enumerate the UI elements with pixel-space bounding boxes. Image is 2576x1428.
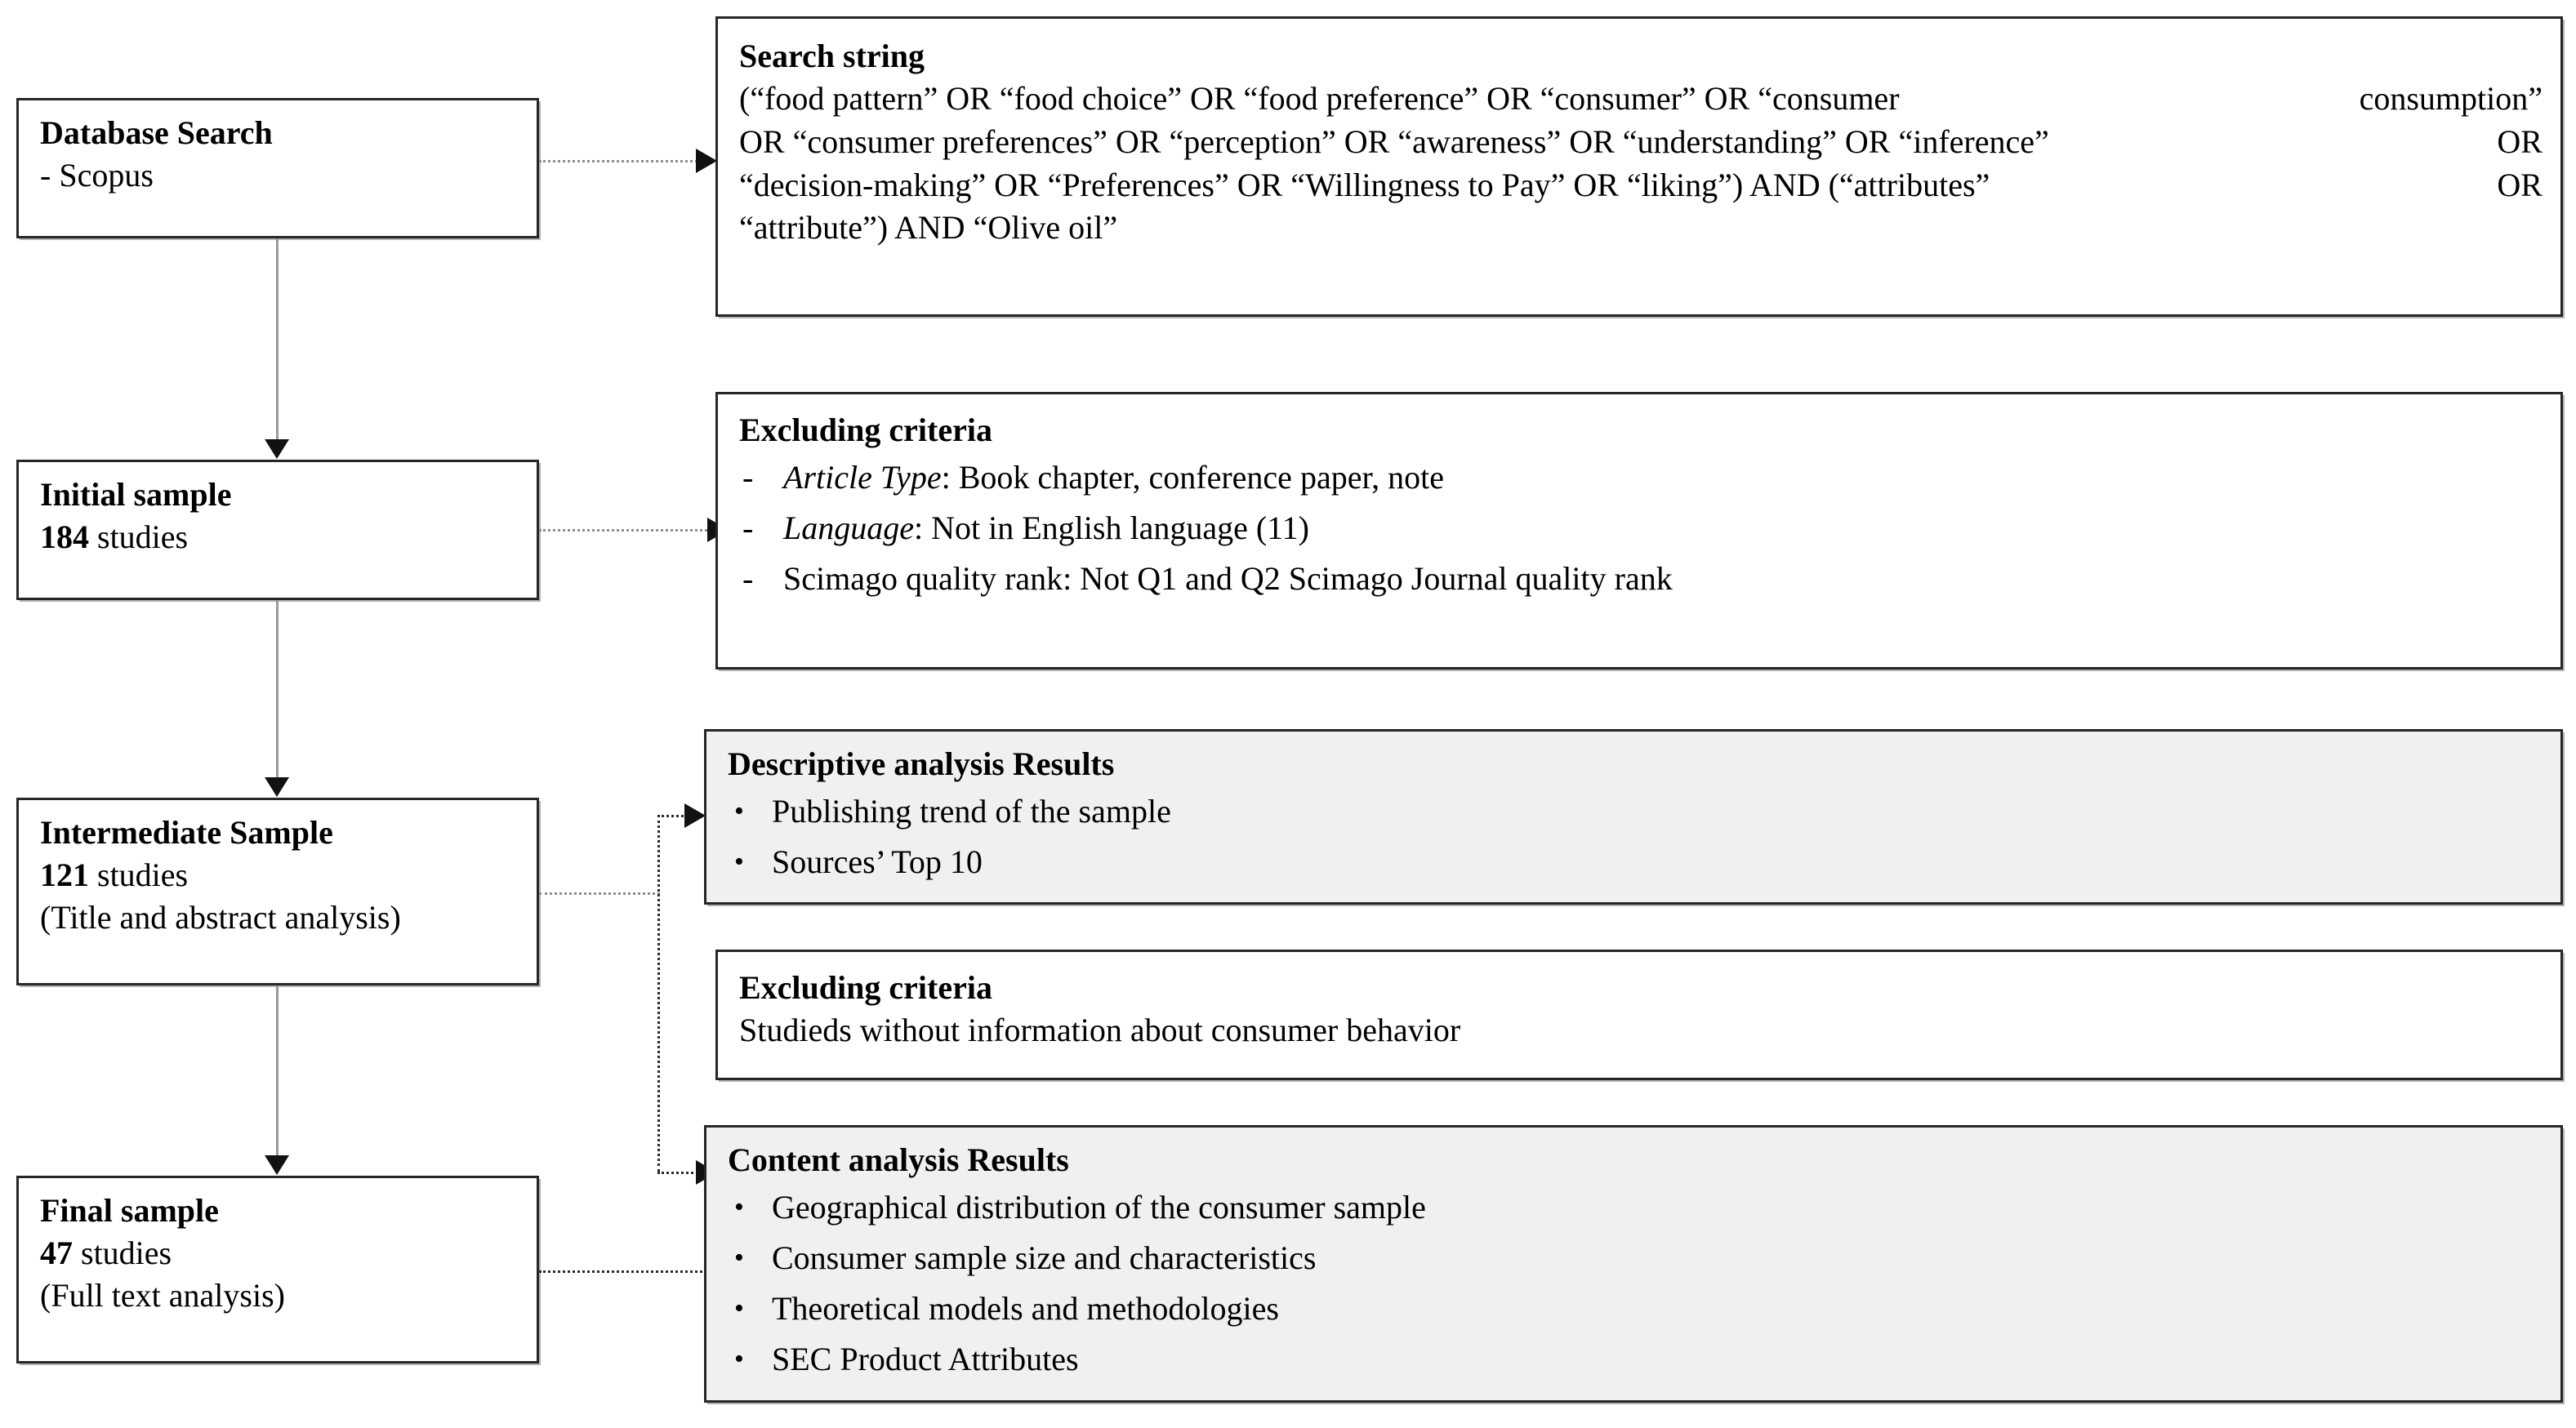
arrowhead-search-to-initial: [265, 439, 289, 459]
panel-title-content-results: Content analysis Results: [728, 1141, 1069, 1178]
connector-intermediate-to-final: [276, 985, 279, 1157]
stage-title-initial-sample: Initial sample: [40, 476, 232, 513]
connector-search-to-searchstring: [539, 160, 702, 162]
stage-count-unit-initial-sample: studies: [97, 518, 189, 555]
search-string-line-3-b: OR: [2497, 166, 2543, 203]
connector-final-to-content: [539, 1270, 712, 1273]
bullet-marker-icon: •: [734, 1192, 744, 1222]
stage-box-intermediate-sample-content: Intermediate Sample 121 studies (Title a…: [19, 800, 537, 950]
search-string-line-1-b: consumption”: [2359, 80, 2543, 117]
panel-title-excluding-criteria-1: Excluding criteria: [739, 411, 992, 448]
connector-initial-to-intermediate: [276, 600, 279, 780]
panel-excluding-criteria-2[interactable]: Excluding criteria Studieds without info…: [715, 950, 2563, 1080]
list-item: • Consumer sample size and characteristi…: [728, 1237, 2543, 1279]
search-string-line-2-a: OR “consumer preferences” OR “perception…: [739, 122, 2049, 160]
stage-count-value-initial-sample: 184: [40, 518, 89, 555]
stage-count-unit-final-sample: studies: [81, 1234, 172, 1271]
search-string-line-3: “decision-making” OR “Preferences” OR “W…: [739, 164, 2543, 207]
content-results-list: • Geographical distribution of the consu…: [728, 1186, 2543, 1381]
descriptive-results-list: • Publishing trend of the sample • Sourc…: [728, 790, 2543, 883]
stage-note-intermediate-sample: (Title and abstract analysis): [40, 899, 401, 936]
search-string-line-1: (“food pattern” OR “food choice” OR “foo…: [739, 78, 2543, 121]
stage-box-database-search-content: Database Search - Scopus: [19, 100, 537, 208]
stage-count-final-sample: 47 studies: [40, 1232, 519, 1275]
list-item: • SEC Product Attributes: [728, 1338, 2543, 1381]
panel-title-descriptive-results: Descriptive analysis Results: [728, 745, 1115, 782]
stage-count-unit-intermediate-sample: studies: [97, 856, 189, 893]
dash-marker-icon: -: [742, 459, 754, 496]
panel-search-string[interactable]: Search string (“food pattern” OR “food c…: [715, 16, 2563, 317]
list-item: • Geographical distribution of the consu…: [728, 1186, 2543, 1229]
panel-excluding-criteria-1-content: Excluding criteria - Article Type: Book …: [718, 394, 2560, 620]
stage-title-final-sample: Final sample: [40, 1192, 219, 1229]
connector-intermediate-to-descriptive: [657, 815, 702, 817]
criteria-text: : Not in English language (11): [914, 509, 1309, 546]
stage-title-database-search: Database Search: [40, 114, 273, 151]
arrowhead-initial-to-intermediate: [265, 777, 289, 797]
connector-search-to-initial: [276, 238, 279, 443]
bullet-marker-icon: •: [734, 796, 744, 826]
list-item: • Publishing trend of the sample: [728, 790, 2543, 833]
list-item-label: Publishing trend of the sample: [772, 793, 1171, 830]
bullet-marker-icon: •: [734, 847, 744, 877]
panel-content-results[interactable]: Content analysis Results • Geographical …: [704, 1125, 2563, 1403]
criteria-emphasis: Article Type: [783, 459, 942, 496]
search-string-text: (“food pattern” OR “food choice” OR “foo…: [739, 78, 2543, 250]
connector-initial-to-criteria1: [539, 529, 712, 532]
connector-intermediate-to-criteria2: [657, 1172, 713, 1174]
bullet-marker-icon: •: [734, 1293, 744, 1323]
excluding-criteria-1-list: - Article Type: Book chapter, conference…: [739, 456, 2543, 600]
dash-marker-icon: -: [742, 509, 754, 546]
panel-title-search-string: Search string: [739, 38, 925, 74]
connector-intermediate-branch-trunk: [539, 892, 660, 895]
stage-count-value-final-sample: 47: [40, 1234, 73, 1271]
list-item-label: Sources’ Top 10: [772, 843, 983, 880]
arrowhead-intermediate-to-descriptive: [684, 803, 706, 828]
stage-note-final-sample: (Full text analysis): [40, 1277, 285, 1314]
dash-marker-icon: -: [742, 560, 754, 597]
panel-content-results-content: Content analysis Results • Geographical …: [706, 1128, 2560, 1400]
arrowhead-search-to-searchstring: [696, 149, 717, 173]
stage-line-scopus: - Scopus: [40, 157, 154, 194]
stage-box-initial-sample[interactable]: Initial sample 184 studies: [16, 460, 539, 600]
list-item-label: Consumer sample size and characteristics: [772, 1239, 1317, 1276]
panel-descriptive-results-content: Descriptive analysis Results • Publishin…: [706, 732, 2560, 903]
panel-excluding-criteria-2-content: Excluding criteria Studieds without info…: [718, 952, 2560, 1063]
bullet-marker-icon: •: [734, 1243, 744, 1273]
panel-title-excluding-criteria-2: Excluding criteria: [739, 969, 992, 1006]
panel-descriptive-results[interactable]: Descriptive analysis Results • Publishin…: [704, 729, 2563, 905]
stage-count-intermediate-sample: 121 studies: [40, 854, 519, 896]
list-item-label: Geographical distribution of the consume…: [772, 1189, 1426, 1226]
search-string-line-2: OR “consumer preferences” OR “perception…: [739, 121, 2543, 164]
list-item-label: SEC Product Attributes: [772, 1341, 1079, 1377]
list-item: - Language: Not in English language (11): [739, 507, 2543, 549]
stage-title-intermediate-sample: Intermediate Sample: [40, 814, 333, 851]
search-string-line-4: “attribute”) AND “Olive oil”: [739, 209, 1118, 247]
stage-box-intermediate-sample[interactable]: Intermediate Sample 121 studies (Title a…: [16, 798, 539, 985]
search-string-line-2-b: OR: [2497, 122, 2543, 160]
excluding-criteria-2-body: Studieds without information about consu…: [739, 1012, 1461, 1048]
list-item: • Sources’ Top 10: [728, 841, 2543, 883]
criteria-text: : Book chapter, conference paper, note: [941, 459, 1445, 496]
stage-count-value-intermediate-sample: 121: [40, 856, 89, 893]
criteria-text: Scimago quality rank: Not Q1 and Q2 Scim…: [783, 560, 1673, 597]
search-string-line-1-a: (“food pattern” OR “food choice” OR “foo…: [739, 80, 1900, 117]
stage-box-final-sample-content: Final sample 47 studies (Full text analy…: [19, 1178, 537, 1328]
list-item: - Scimago quality rank: Not Q1 and Q2 Sc…: [739, 558, 2543, 600]
criteria-emphasis: Language: [783, 509, 914, 546]
search-string-line-3-a: “decision-making” OR “Preferences” OR “W…: [739, 166, 1990, 203]
list-item-label: Theoretical models and methodologies: [772, 1290, 1279, 1327]
stage-box-final-sample[interactable]: Final sample 47 studies (Full text analy…: [16, 1176, 539, 1363]
list-item: - Article Type: Book chapter, conference…: [739, 456, 2543, 499]
bullet-marker-icon: •: [734, 1344, 744, 1374]
panel-search-string-content: Search string (“food pattern” OR “food c…: [718, 19, 2560, 261]
connector-intermediate-branch-spine: [657, 815, 660, 1172]
stage-box-initial-sample-content: Initial sample 184 studies: [19, 462, 537, 570]
arrowhead-intermediate-to-final: [265, 1155, 289, 1175]
panel-excluding-criteria-1[interactable]: Excluding criteria - Article Type: Book …: [715, 392, 2563, 670]
stage-count-initial-sample: 184 studies: [40, 516, 519, 558]
stage-box-database-search[interactable]: Database Search - Scopus: [16, 98, 539, 238]
list-item: • Theoretical models and methodologies: [728, 1288, 2543, 1330]
